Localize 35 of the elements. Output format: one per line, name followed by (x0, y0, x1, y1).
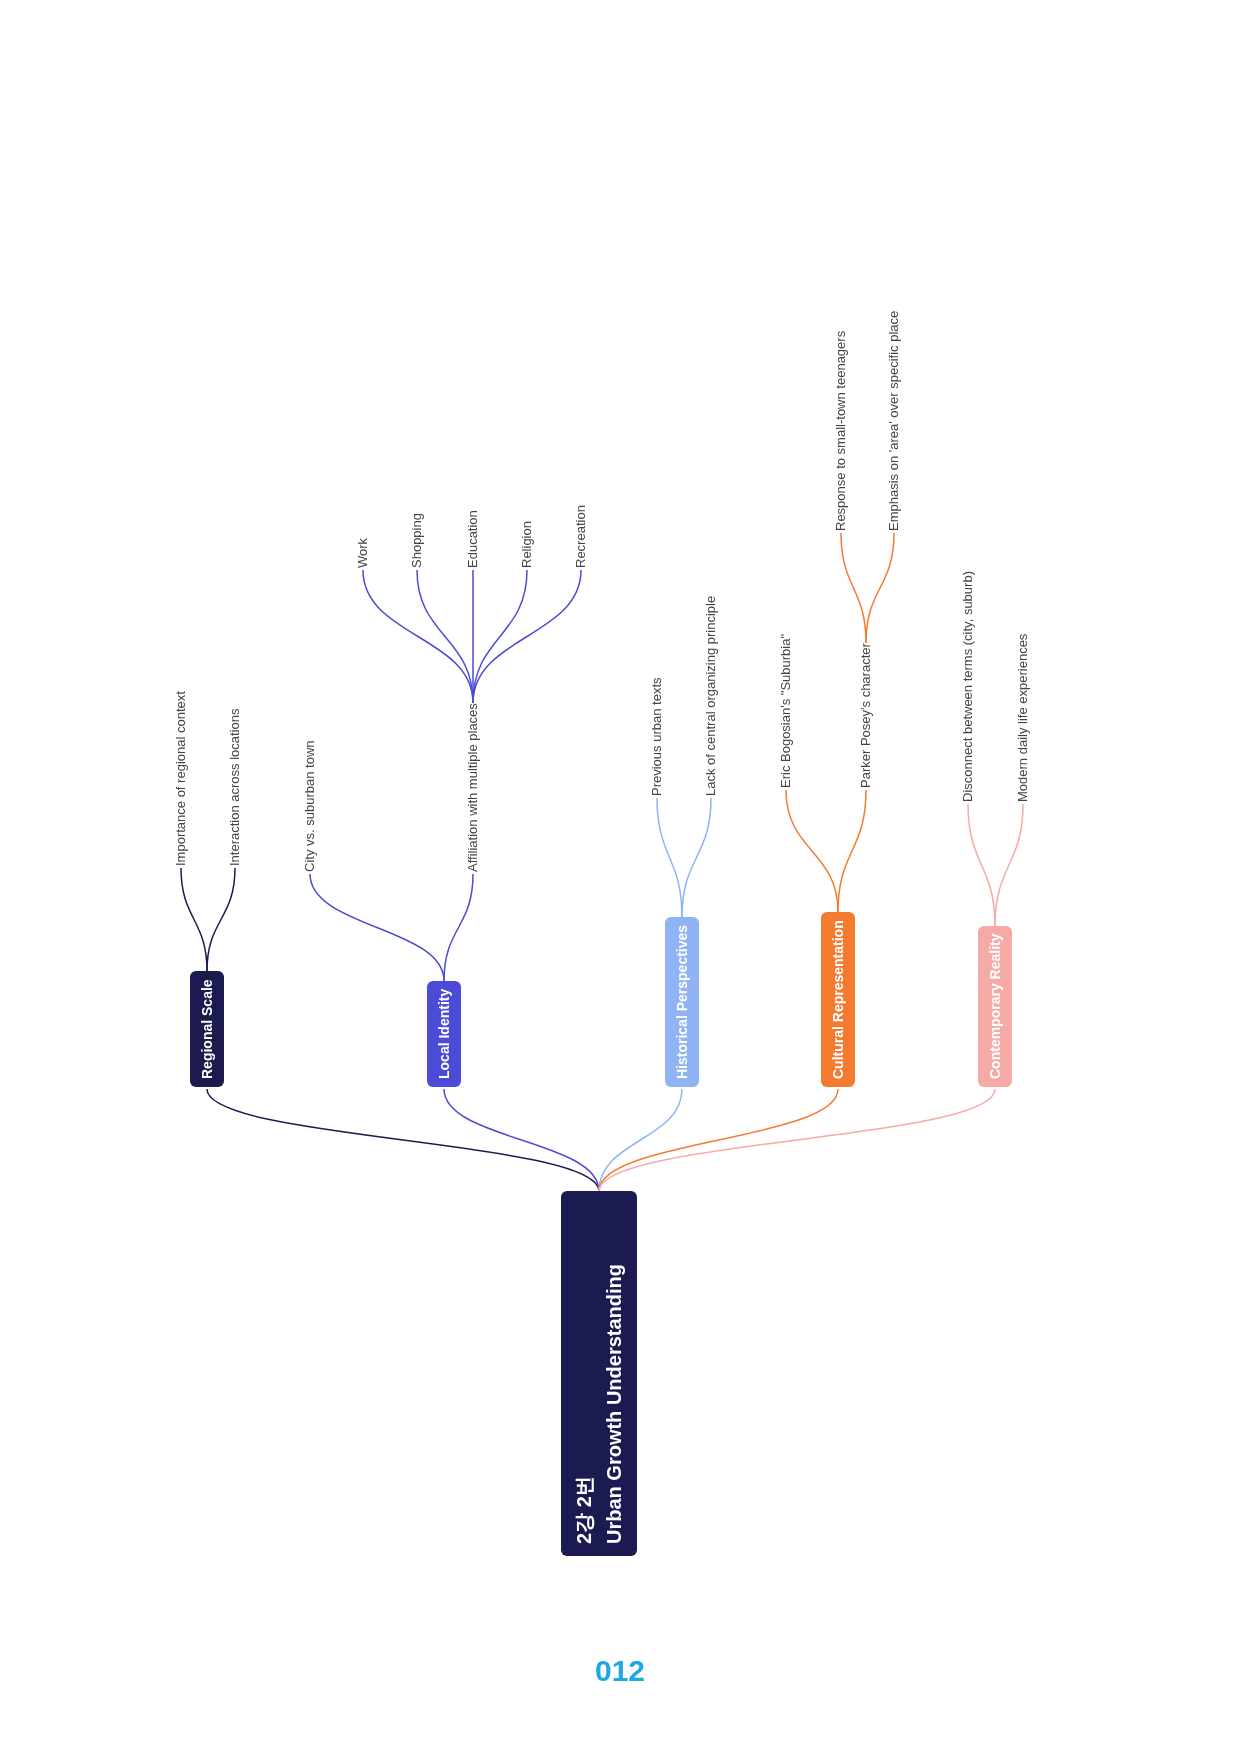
leaf-topic: Modern daily life experiences (1013, 633, 1033, 802)
leaf-topic: Parker Posey's character (856, 643, 876, 788)
leaf-topic: Work (353, 537, 373, 568)
leaf-topic: Eric Bogosian's "Suburbia" (776, 633, 796, 788)
branch-topic: Regional Scale (190, 971, 224, 1087)
leaf-topic: Interaction across locations (225, 708, 245, 866)
leaf-topic: Religion (517, 521, 537, 568)
connector-line (598, 1088, 683, 1192)
leaf-topic: Shopping (407, 513, 427, 568)
leaf-topic: Recreation (571, 505, 591, 568)
connector-line (681, 797, 712, 918)
connector-line (598, 1088, 996, 1192)
leaf-topic: Emphasis on 'area' over specific place (884, 310, 904, 531)
connector-line (443, 873, 474, 982)
topic-text: Urban Growth Understanding (602, 1263, 626, 1544)
branch-topic: Historical Perspectives (665, 916, 699, 1087)
page-number: 012 (593, 1653, 647, 1689)
leaf-topic: Affiliation with multiple places (463, 703, 483, 872)
leaf-topic: Importance of regional context (171, 691, 191, 866)
branch-topic: Local Identity (427, 980, 461, 1087)
central-topic (561, 1191, 637, 1556)
leaf-topic: Disconnect between terms (city, suburb) (958, 571, 978, 802)
leaf-topic: City vs. suburban town (300, 740, 320, 872)
connector-line (994, 803, 1024, 927)
connector-line (472, 569, 582, 704)
connector-line (865, 532, 895, 644)
connector-line (206, 867, 236, 972)
branch-topic: Cultural Representation (821, 912, 855, 1087)
topic-text: 2강 2번 (572, 1475, 596, 1544)
leaf-topic: Lack of central organizing principle (701, 595, 721, 796)
connector-line (837, 789, 867, 913)
leaf-topic: Education (463, 510, 483, 568)
leaf-topic: Response to small-town teenagers (831, 330, 851, 531)
leaf-topic: Previous urban texts (647, 677, 667, 796)
branch-topic: Contemporary Reality (978, 925, 1012, 1087)
